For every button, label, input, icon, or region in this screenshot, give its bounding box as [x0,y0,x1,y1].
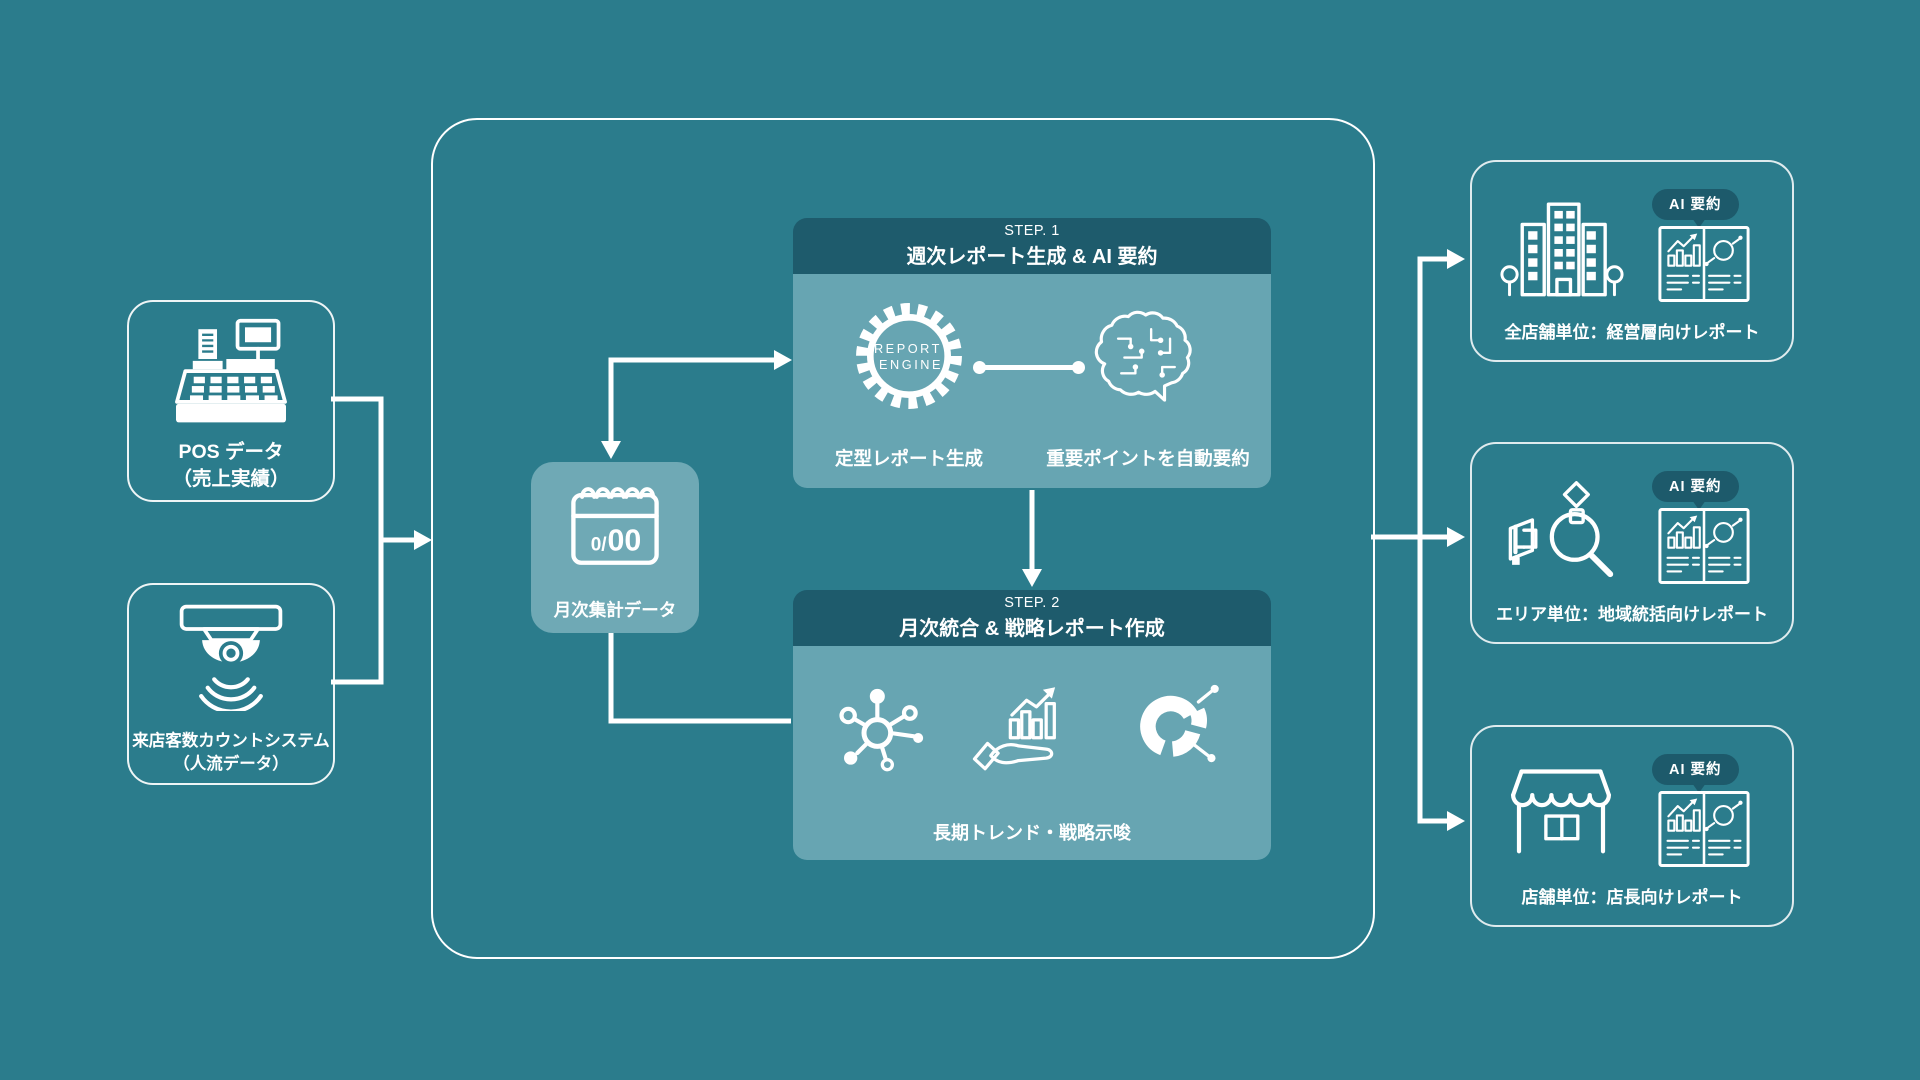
step1-report-column: REPORT ENGINE 定型レポート生成 [793,274,1025,488]
step2-number: STEP. 2 [1004,595,1060,611]
segmented-donut-chart-icon [1117,678,1231,783]
ai-brain-icon [1025,290,1271,422]
gear-text-report: REPORT [874,341,942,356]
step1-right-label: 重要ポイントを自動要約 [1046,448,1250,469]
step2-icon-row [799,660,1265,800]
office-buildings-icon [1498,194,1626,309]
people-counter-box-label: 来店客数カウントシステム （人流データ） [132,732,330,774]
gear-text-engine: ENGINE [879,357,943,372]
step2-title: 月次統合 & 戦略レポート作成 [899,618,1165,640]
ai-summary-badge: AI 要約 [1652,754,1739,793]
connector-calendar-step1-elbow [601,350,792,459]
area-map-search-icon [1498,476,1626,591]
step1-left-label: 定型レポート生成 [834,448,983,469]
report-pages-icon [1656,507,1752,590]
report-engine-gear-icon: REPORT ENGINE [793,290,1025,422]
output-box-store: AI 要約 店舗単位：店長向けレポート [1470,725,1794,927]
calendar-icon: 0/00 [531,471,699,573]
people-counter-camera-icon [129,597,333,715]
network-nodes-icon [834,676,934,785]
output-box-company: AI 要約 全店舗単位：経営層向けレポート [1470,160,1794,362]
step1-title: 週次レポート生成 & AI 要約 [906,246,1158,268]
output-caption: 全店舗単位：経営層向けレポート [1504,323,1760,342]
calendar-large-digits: 00 [607,525,641,558]
step1-header: STEP. 1 週次レポート生成 & AI 要約 [793,218,1271,274]
pos-box-label: POS データ （売上実績） [172,441,290,491]
step1-body: REPORT ENGINE 定型レポート生成 [793,274,1271,488]
step2-body: 長期トレンド・戦略示唆 [793,646,1271,860]
output-caption: 店舗単位：店長向けレポート [1521,888,1743,907]
step2-label: 長期トレンド・戦略示唆 [933,823,1131,843]
ai-summary-badge: AI 要約 [1652,189,1739,228]
storefront-icon [1498,759,1624,868]
svg-text:0/00: 0/00 [591,525,641,558]
monthly-node-label: 月次集計データ [553,600,677,620]
input-box-pos-data: POS データ （売上実績） [127,300,335,502]
pipeline-container-box [431,118,1375,959]
ai-summary-badge: AI 要約 [1652,471,1739,510]
report-pages-icon [1656,790,1752,873]
cash-register-icon [129,314,333,432]
gear-brain-link-line [973,361,1085,374]
hand-growth-chart-icon [968,678,1082,783]
step1-ai-column: 重要ポイントを自動要約 [1025,274,1271,488]
output-box-area: AI 要約 エリア単位：地域統括向けレポート [1470,442,1794,644]
step1-number: STEP. 1 [1004,223,1060,239]
report-pages-icon [1656,225,1752,308]
monthly-data-node: 0/00 月次集計データ [531,462,699,633]
input-box-people-counter: 来店客数カウントシステム （人流データ） [127,583,335,785]
calendar-small-digits: 0/ [591,535,608,556]
connector-calendar-to-step2 [608,633,791,724]
step2-header: STEP. 2 月次統合 & 戦略レポート作成 [793,590,1271,646]
output-caption: エリア単位：地域統括向けレポート [1496,605,1768,624]
step2-box: STEP. 2 月次統合 & 戦略レポート作成 [793,590,1271,860]
svg-text:REPORT ENGINE: REPORT ENGINE [874,341,948,372]
step1-box: STEP. 1 週次レポート生成 & AI 要約 REPORT ENGINE 定… [793,218,1271,488]
